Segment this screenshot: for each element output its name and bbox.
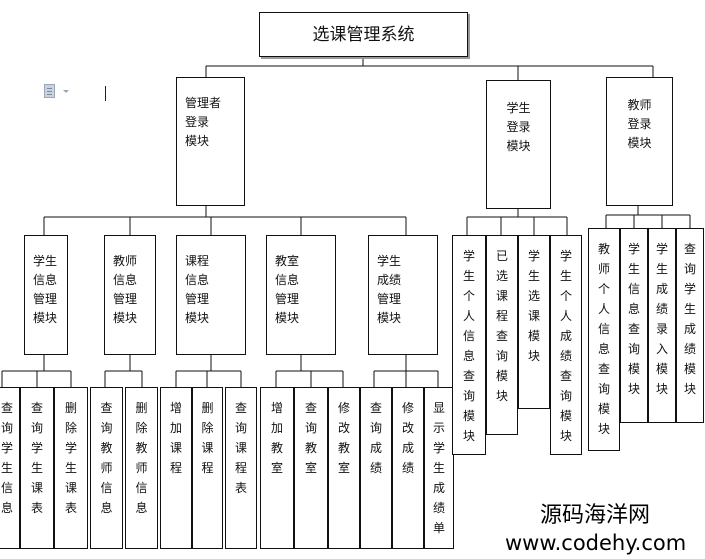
leaf-edit-classroom: 修 改 教 室 bbox=[328, 387, 360, 549]
leaf-delete-teacher-info: 删 除 教 师 信 息 bbox=[125, 387, 158, 549]
system-title: 选课管理系统 bbox=[312, 25, 415, 45]
leaf-label: 删 除 教 师 信 息 bbox=[135, 401, 148, 515]
submodule-label: 学生 成绩 管理 模块 bbox=[377, 254, 402, 325]
leaf-label: 学 生 个 人 信 息 查 询 模 块 bbox=[462, 249, 475, 443]
leaf-label: 增 加 课 程 bbox=[169, 401, 182, 475]
admin-submodule-classroom-info: 教室 信息 管理 模块 bbox=[266, 235, 336, 355]
admin-login-module: 管理者 登录 模块 bbox=[176, 77, 245, 206]
leaf-add-course: 增 加 课 程 bbox=[160, 387, 192, 549]
leaf-edit-grades: 修 改 成 绩 bbox=[392, 387, 424, 549]
leaf-delete-student-schedule: 删 除 学 生 课 表 bbox=[54, 387, 88, 549]
watermark-en: www.codehy.com bbox=[505, 531, 687, 555]
leaf-label: 查 询 学 生 信 息 bbox=[0, 401, 13, 515]
admin-submodule-student-info: 学生 信息 管理 模块 bbox=[24, 235, 68, 355]
leaf-label: 查 询 课 程 表 bbox=[234, 401, 247, 495]
leaf-label: 查 询 学 生 课 表 bbox=[30, 401, 43, 515]
leaf-query-student-grades: 查 询 学 生 成 绩 模 块 bbox=[676, 228, 704, 423]
dropdown-arrow-icon bbox=[63, 90, 69, 93]
leaf-student-course-select: 学 生 选 课 模 块 bbox=[518, 235, 550, 409]
leaf-label: 学 生 成 绩 录 入 模 块 bbox=[655, 242, 668, 396]
leaf-label: 查 询 成 绩 bbox=[369, 401, 382, 475]
leaf-label: 删 除 课 程 bbox=[201, 401, 214, 475]
leaf-label: 学 生 选 课 模 块 bbox=[527, 249, 540, 363]
teacher-login-label: 教师 登录 模块 bbox=[627, 98, 652, 150]
leaf-label: 教 师 个 人 信 息 查 询 模 块 bbox=[597, 242, 610, 436]
document-icon bbox=[44, 84, 55, 98]
leaf-label: 已 选 课 程 查 询 模 块 bbox=[495, 249, 508, 403]
leaf-label: 学 生 个 人 成 绩 查 询 模 块 bbox=[559, 249, 572, 443]
leaf-student-personal-info: 学 生 个 人 信 息 查 询 模 块 bbox=[452, 235, 486, 455]
leaf-label: 查 询 教 师 信 息 bbox=[100, 401, 113, 515]
leaf-query-student-info: 查 询 学 生 信 息 bbox=[0, 387, 20, 549]
leaf-label: 修 改 教 室 bbox=[337, 401, 350, 475]
leaf-query-teacher-info: 查 询 教 师 信 息 bbox=[90, 387, 123, 549]
watermark-cn: 源码海洋网 bbox=[540, 503, 651, 528]
leaf-grade-entry: 学 生 成 绩 录 入 模 块 bbox=[648, 228, 676, 423]
leaf-label: 查 询 教 室 bbox=[304, 401, 317, 475]
leaf-teacher-personal-info: 教 师 个 人 信 息 查 询 模 块 bbox=[588, 228, 620, 451]
leaf-label: 增 加 教 室 bbox=[270, 401, 283, 475]
leaf-query-course-schedule: 查 询 课 程 表 bbox=[225, 387, 257, 549]
leaf-query-classroom: 查 询 教 室 bbox=[294, 387, 328, 549]
submodule-label: 教师 信息 管理 模块 bbox=[113, 254, 138, 325]
admin-submodule-teacher-info: 教师 信息 管理 模块 bbox=[104, 235, 156, 355]
teacher-login-module: 教师 登录 模块 bbox=[606, 77, 673, 206]
submodule-label: 教室 信息 管理 模块 bbox=[275, 254, 300, 325]
admin-submodule-course-info: 课程 信息 管理 模块 bbox=[176, 235, 246, 355]
leaf-show-grade-report: 显 示 学 生 成 绩 单 bbox=[424, 387, 454, 549]
leaf-student-grade-query: 学 生 个 人 成 绩 查 询 模 块 bbox=[550, 235, 582, 455]
text-cursor bbox=[105, 86, 106, 101]
student-login-label: 学生 登录 模块 bbox=[506, 101, 531, 153]
leaf-label: 修 改 成 绩 bbox=[401, 401, 414, 475]
leaf-label: 删 除 学 生 课 表 bbox=[64, 401, 77, 515]
leaf-label: 学 生 信 息 查 询 模 块 bbox=[627, 242, 640, 396]
leaf-query-grades: 查 询 成 绩 bbox=[360, 387, 392, 549]
leaf-label: 查 询 学 生 成 绩 模 块 bbox=[683, 242, 696, 396]
system-title-box: 选课管理系统 bbox=[259, 12, 468, 57]
leaf-selected-course-query: 已 选 课 程 查 询 模 块 bbox=[486, 235, 518, 435]
leaf-query-student-schedule: 查 询 学 生 课 表 bbox=[20, 387, 54, 549]
submodule-label: 学生 信息 管理 模块 bbox=[33, 254, 58, 325]
leaf-student-info-query: 学 生 信 息 查 询 模 块 bbox=[620, 228, 648, 423]
leaf-add-classroom: 增 加 教 室 bbox=[260, 387, 294, 549]
leaf-label: 显 示 学 生 成 绩 单 bbox=[432, 401, 445, 535]
leaf-delete-course: 删 除 课 程 bbox=[192, 387, 223, 549]
admin-submodule-grade-info: 学生 成绩 管理 模块 bbox=[368, 235, 438, 355]
submodule-label: 课程 信息 管理 模块 bbox=[185, 254, 210, 325]
student-login-module: 学生 登录 模块 bbox=[486, 80, 551, 209]
admin-login-label: 管理者 登录 模块 bbox=[185, 96, 222, 148]
